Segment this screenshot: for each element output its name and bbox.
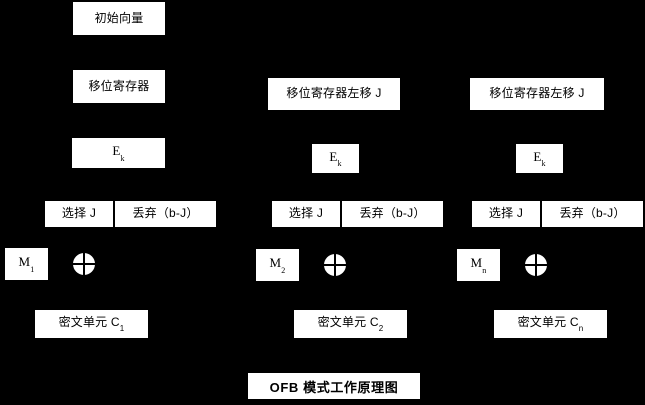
shift-register-label-1: 移位寄存器	[88, 78, 150, 93]
encrypt-box-3: Ek	[516, 144, 563, 173]
select-label-2: 选择 J	[288, 206, 324, 221]
encrypt-label-3: Ek	[533, 148, 546, 169]
select-box-2: 选择 J	[272, 201, 340, 227]
select-label-1: 选择 J	[61, 206, 97, 221]
select-label-3: 选择 J	[488, 206, 524, 221]
discard-label-1: 丢弃（b-J）	[132, 206, 199, 221]
discard-label-3: 丢弃（b-J）	[559, 206, 626, 221]
plaintext-box-1: M1	[5, 248, 48, 280]
encrypt-box-2: Ek	[312, 144, 359, 173]
ciphertext-box-1: 密文单元 C1	[35, 310, 148, 338]
discard-box-3: 丢弃（b-J）	[542, 201, 643, 227]
plaintext-box-2: M2	[256, 249, 299, 281]
plaintext-box-3: Mn	[457, 249, 500, 281]
diagram-caption-text: OFB 模式工作原理图	[269, 379, 399, 395]
discard-box-1: 丢弃（b-J）	[115, 201, 216, 227]
discard-label-2: 丢弃（b-J）	[359, 206, 426, 221]
encrypt-label-2: Ek	[329, 148, 342, 169]
discard-box-2: 丢弃（b-J）	[342, 201, 443, 227]
plaintext-label-1: M1	[18, 254, 35, 274]
plaintext-subscript-2: 2	[281, 265, 286, 275]
shift-register-box-1: 移位寄存器	[73, 70, 165, 103]
encrypt-label-1: Ek	[112, 143, 125, 163]
shift-register-label-2: 移位寄存器左移 J	[286, 86, 382, 101]
xor-circle-2	[324, 254, 346, 276]
xor-circle-3	[525, 254, 547, 276]
xor-circle-1	[73, 253, 95, 275]
encrypt-subscript-1: k	[120, 153, 125, 163]
plaintext-label-2: M2	[269, 255, 286, 275]
ciphertext-box-3: 密文单元 Cn	[494, 310, 607, 338]
ciphertext-subscript-2: 2	[378, 324, 384, 334]
plaintext-subscript-3: n	[482, 265, 487, 275]
initial-vector-box: 初始向量	[73, 2, 165, 35]
ciphertext-label-3: 密文单元 Cn	[517, 314, 584, 334]
diagram-caption: OFB 模式工作原理图	[248, 373, 420, 399]
select-box-3: 选择 J	[472, 201, 540, 227]
initial-vector-label: 初始向量	[94, 10, 144, 25]
ciphertext-label-1: 密文单元 C1	[58, 314, 125, 334]
ciphertext-subscript-3: n	[578, 324, 584, 334]
encrypt-subscript-2: k	[337, 159, 342, 169]
shift-register-box-2: 移位寄存器左移 J	[268, 78, 400, 110]
shift-register-label-3: 移位寄存器左移 J	[489, 86, 585, 101]
ciphertext-subscript-1: 1	[119, 324, 125, 334]
plaintext-label-3: Mn	[470, 255, 487, 275]
plaintext-subscript-1: 1	[30, 264, 35, 274]
ciphertext-box-2: 密文单元 C2	[294, 310, 407, 338]
encrypt-box-1: Ek	[72, 138, 165, 168]
select-box-1: 选择 J	[45, 201, 113, 227]
shift-register-box-3: 移位寄存器左移 J	[470, 78, 604, 110]
encrypt-subscript-3: k	[541, 159, 546, 169]
ciphertext-label-2: 密文单元 C2	[317, 314, 384, 334]
